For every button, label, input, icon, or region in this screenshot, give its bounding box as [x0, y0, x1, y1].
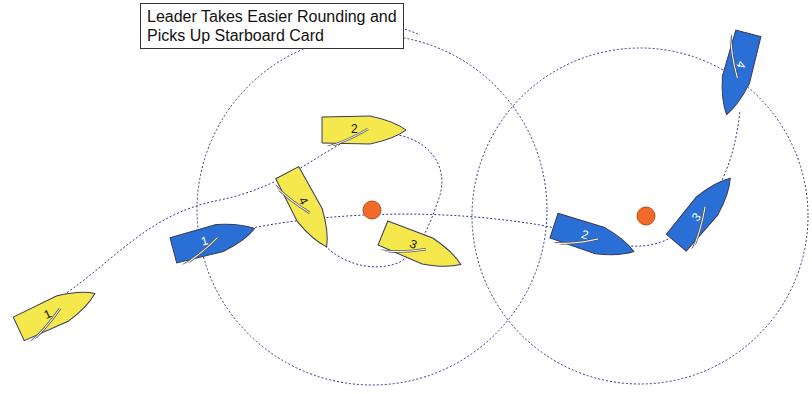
boat-hull [661, 167, 743, 257]
sailboat: 4 [711, 24, 765, 119]
sailboat: 3 [372, 216, 467, 279]
sailboat: 1 [7, 278, 102, 345]
boat-hull [711, 24, 765, 119]
boat-hull [544, 209, 639, 267]
sailboat: 3 [661, 167, 743, 257]
sailboat: 2 [317, 114, 407, 146]
title-box: Leader Takes Easier Rounding and Picks U… [140, 3, 404, 49]
mark-buoy [637, 207, 655, 225]
sailboat: 4 [271, 161, 342, 255]
boat-hull [372, 216, 467, 279]
boat-hull [317, 114, 407, 146]
sailboat: 2 [544, 209, 639, 267]
boat-hull [7, 278, 102, 345]
yellow-track [40, 133, 442, 310]
zone-circle [472, 48, 808, 384]
zone-circle [197, 35, 547, 385]
boat-hull [164, 213, 259, 267]
sailboat: 1 [164, 213, 259, 267]
boat-number: 2 [351, 122, 358, 136]
title-text: Leader Takes Easier Rounding and Picks U… [147, 8, 397, 44]
boat-hull [271, 161, 342, 255]
mark-buoy [363, 201, 381, 219]
